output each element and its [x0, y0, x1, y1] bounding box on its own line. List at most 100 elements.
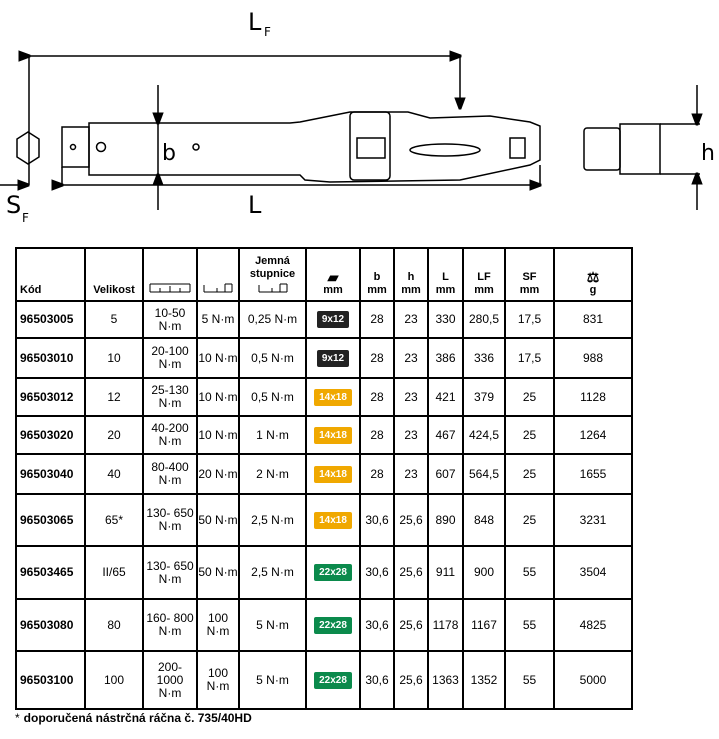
cell-sf: 25 — [504, 377, 555, 417]
cell-b: 28 — [359, 453, 395, 495]
header-sf-unit: mm — [519, 284, 540, 296]
header-velikost: Velikost — [84, 247, 144, 302]
cell-drive: 9x12 — [305, 300, 361, 339]
header-b: b — [373, 271, 381, 283]
cell-fine-scale: 5 N·m — [238, 598, 307, 652]
cell-range: 10-50 N·m — [142, 300, 198, 339]
cell-b: 28 — [359, 377, 395, 417]
cell-fine-scale: 2 N·m — [238, 453, 307, 495]
cell-range: 20-100 N·m — [142, 337, 198, 379]
cell-weight: 1655 — [553, 453, 633, 495]
cell-division: 10 N·m — [196, 337, 240, 379]
cell-drive: 14x18 — [305, 493, 361, 547]
cell-lf: 1352 — [462, 650, 506, 710]
torque-wrench-drawing: L F L S F b h — [0, 8, 715, 225]
cell-h: 25,6 — [393, 545, 429, 600]
cell-h: 23 — [393, 337, 429, 379]
cell-fine-scale: 0,25 N·m — [238, 300, 307, 339]
cell-weight: 1264 — [553, 415, 633, 455]
cell-velikost: 5 — [84, 300, 144, 339]
cell-l: 330 — [427, 300, 464, 339]
cell-division: 100 N·m — [196, 650, 240, 710]
cell-drive: 14x18 — [305, 377, 361, 417]
sf-sub: F — [22, 211, 29, 225]
cell-drive: 9x12 — [305, 337, 361, 379]
cell-division: 100 N·m — [196, 598, 240, 652]
header-sf: SF — [522, 271, 537, 283]
footnote-text: doporučená nástrčná ráčna č. 735/40HD — [23, 711, 252, 725]
cell-drive: 22x28 — [305, 598, 361, 652]
l-label: L — [248, 191, 262, 219]
cell-lf: 280,5 — [462, 300, 506, 339]
cell-h: 25,6 — [393, 493, 429, 547]
cell-sf: 25 — [504, 453, 555, 495]
drive-size-badge: 9x12 — [316, 349, 350, 367]
cell-b: 28 — [359, 337, 395, 379]
cell-division: 10 N·m — [196, 415, 240, 455]
cell-lf: 564,5 — [462, 453, 506, 495]
cell-h: 23 — [393, 300, 429, 339]
header-h-unit: mm — [401, 284, 421, 296]
range-scale-icon — [142, 247, 198, 302]
cell-velikost: 65* — [84, 493, 144, 547]
cell-b: 30,6 — [359, 650, 395, 710]
header-b-unit: mm — [367, 284, 387, 296]
lf-label: L — [248, 8, 262, 36]
cell-l: 607 — [427, 453, 464, 495]
header-lf-unit: mm — [474, 284, 494, 296]
sf-label: S — [6, 191, 21, 219]
drive-size-badge: 22x28 — [314, 671, 352, 689]
cell-drive: 22x28 — [305, 650, 361, 710]
cell-lf: 848 — [462, 493, 506, 547]
b-label: b — [162, 141, 176, 166]
cell-l: 1363 — [427, 650, 464, 710]
header-g: g — [589, 284, 597, 296]
cell-b: 28 — [359, 300, 395, 339]
cell-h: 25,6 — [393, 650, 429, 710]
cell-drive: 14x18 — [305, 453, 361, 495]
cell-lf: 900 — [462, 545, 506, 600]
cell-fine-scale: 2,5 N·m — [238, 493, 307, 547]
cell-sf: 25 — [504, 415, 555, 455]
cell-weight: 3231 — [553, 493, 633, 547]
header-kod: Kód — [15, 247, 86, 302]
cell-l: 421 — [427, 377, 464, 417]
cell-l: 467 — [427, 415, 464, 455]
cell-h: 23 — [393, 453, 429, 495]
drive-size-badge: 14x18 — [314, 426, 352, 444]
cell-fine-scale: 0,5 N·m — [238, 337, 307, 379]
square-drive-icon: ▰ — [327, 269, 339, 285]
cell-drive: 14x18 — [305, 415, 361, 455]
cell-b: 30,6 — [359, 545, 395, 600]
cell-range: 200- 1000 N·m — [142, 650, 198, 710]
scale-weight-icon: ⚖ — [586, 269, 600, 285]
cell-kod: 96503040 — [15, 453, 86, 495]
cell-kod: 96503005 — [15, 300, 86, 339]
drive-size-badge: 22x28 — [314, 564, 352, 581]
cell-division: 10 N·m — [196, 377, 240, 417]
cell-range: 40-200 N·m — [142, 415, 198, 455]
header-mm: mm — [323, 284, 343, 296]
cell-lf: 1167 — [462, 598, 506, 652]
cell-velikost: II/65 — [84, 545, 144, 600]
cell-range: 160- 800 N·m — [142, 598, 198, 652]
cell-kod: 96503012 — [15, 377, 86, 417]
cell-h: 23 — [393, 377, 429, 417]
cell-lf: 424,5 — [462, 415, 506, 455]
cell-weight: 1128 — [553, 377, 633, 417]
cell-weight: 3504 — [553, 545, 633, 600]
cell-fine-scale: 2,5 N·m — [238, 545, 307, 600]
cell-velikost: 80 — [84, 598, 144, 652]
header-h: h — [407, 271, 415, 283]
cell-division: 5 N·m — [196, 300, 240, 339]
cell-fine-scale: 5 N·m — [238, 650, 307, 710]
